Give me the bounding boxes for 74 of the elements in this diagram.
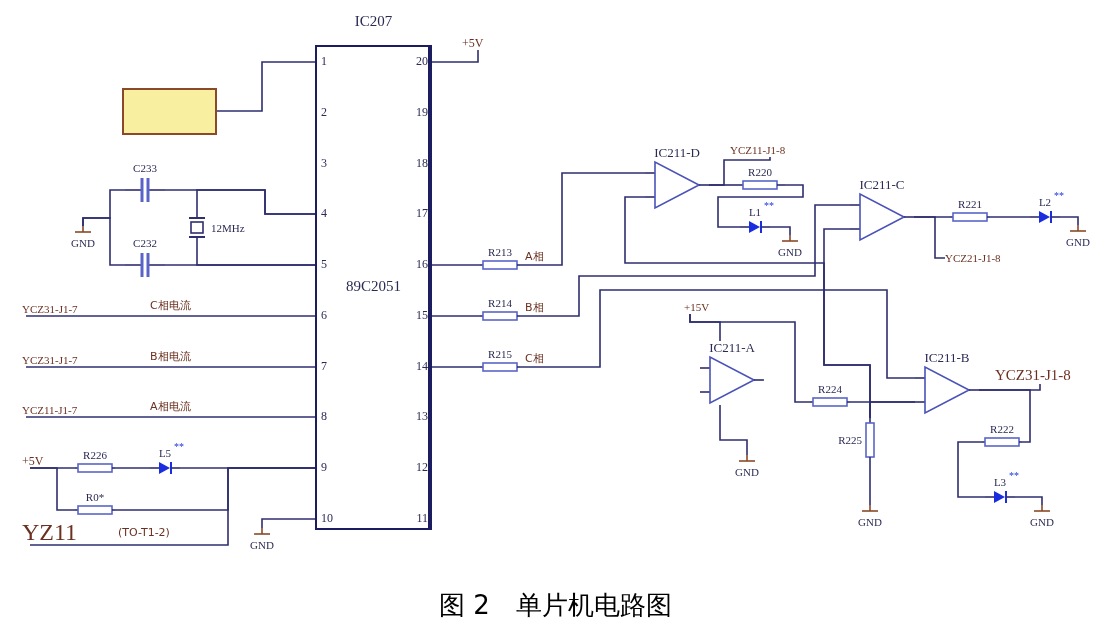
- pin-number: 15: [415, 308, 428, 322]
- pin-number: 19: [415, 105, 428, 119]
- note-mark: **: [764, 199, 774, 213]
- net-label: +5V: [22, 454, 44, 468]
- pin-number: 16: [415, 257, 428, 271]
- wire: [519, 172, 646, 266]
- wire: [196, 249, 316, 266]
- net-label: YZ11: [22, 519, 78, 545]
- pin-number: 13: [415, 409, 428, 423]
- pin-number: 14: [415, 359, 428, 373]
- note-mark: **: [1054, 189, 1064, 203]
- net-label: +5V: [462, 36, 484, 50]
- wire: [717, 184, 804, 228]
- wire: [1059, 216, 1079, 226]
- wire: [216, 61, 316, 112]
- pin-number: 7: [321, 359, 327, 373]
- wire: [989, 216, 1031, 218]
- edge-label: (TO-T1-2): [118, 526, 170, 540]
- circuit-block: [122, 88, 217, 135]
- wire: [25, 366, 316, 368]
- net-label: YCZ31-J1-7: [22, 353, 78, 367]
- pin-number: 3: [321, 156, 327, 170]
- wire: [769, 226, 791, 236]
- wire: [29, 467, 316, 546]
- wire: [431, 366, 481, 368]
- edge-label: A相电流: [150, 400, 191, 414]
- wire: [913, 216, 946, 259]
- pin-number: 9: [321, 460, 327, 474]
- wire: [261, 518, 316, 529]
- wire: [978, 389, 1031, 443]
- pin-number: 10: [321, 511, 333, 525]
- pin-number: 18: [415, 156, 428, 170]
- wire: [196, 189, 316, 215]
- wire: [25, 315, 316, 317]
- edge-label: C相: [525, 352, 544, 366]
- net-label: YCZ11-J1-8: [730, 143, 786, 157]
- edge-label: B相电流: [150, 350, 191, 364]
- edge-label: B相: [525, 301, 544, 315]
- wire: [25, 416, 316, 418]
- wire: [82, 217, 126, 266]
- note-mark: **: [1009, 469, 1019, 483]
- wire: [431, 49, 479, 63]
- wire: [689, 313, 811, 403]
- wire: [519, 289, 916, 379]
- figure-caption: 图 2 单片机电路图: [438, 589, 673, 622]
- wire: [869, 461, 871, 506]
- pin-number: 11: [415, 511, 428, 525]
- wire: [431, 315, 481, 317]
- pin-number: 4: [321, 206, 327, 220]
- net-label: YCZ21-J1-8: [945, 250, 1001, 266]
- wire: [957, 441, 986, 498]
- pin-number: 2: [321, 105, 327, 119]
- pin-number: 12: [415, 460, 428, 474]
- wire: [519, 204, 851, 317]
- pin-number: 6: [321, 308, 327, 322]
- wire: [114, 467, 151, 469]
- net-label: YCZ31-J1-8: [995, 366, 1071, 384]
- pin-number: 1: [321, 54, 327, 68]
- wire: [29, 467, 76, 511]
- net-label: +15V: [684, 300, 710, 314]
- pin-number: 17: [415, 206, 428, 220]
- edge-label: C相电流: [150, 299, 191, 313]
- note-mark: **: [174, 440, 184, 454]
- pin-number: 20: [415, 54, 428, 68]
- wire: [719, 404, 748, 456]
- wire: [708, 156, 771, 186]
- wire: [431, 264, 481, 266]
- net-label: YCZ11-J1-7: [22, 403, 78, 417]
- net-label: YCZ31-J1-7: [22, 302, 78, 316]
- wire: [1014, 496, 1043, 506]
- wire: [869, 401, 916, 419]
- pin-number: 5: [321, 257, 327, 271]
- edge-label: A相: [525, 250, 544, 264]
- pin-number: 8: [321, 409, 327, 423]
